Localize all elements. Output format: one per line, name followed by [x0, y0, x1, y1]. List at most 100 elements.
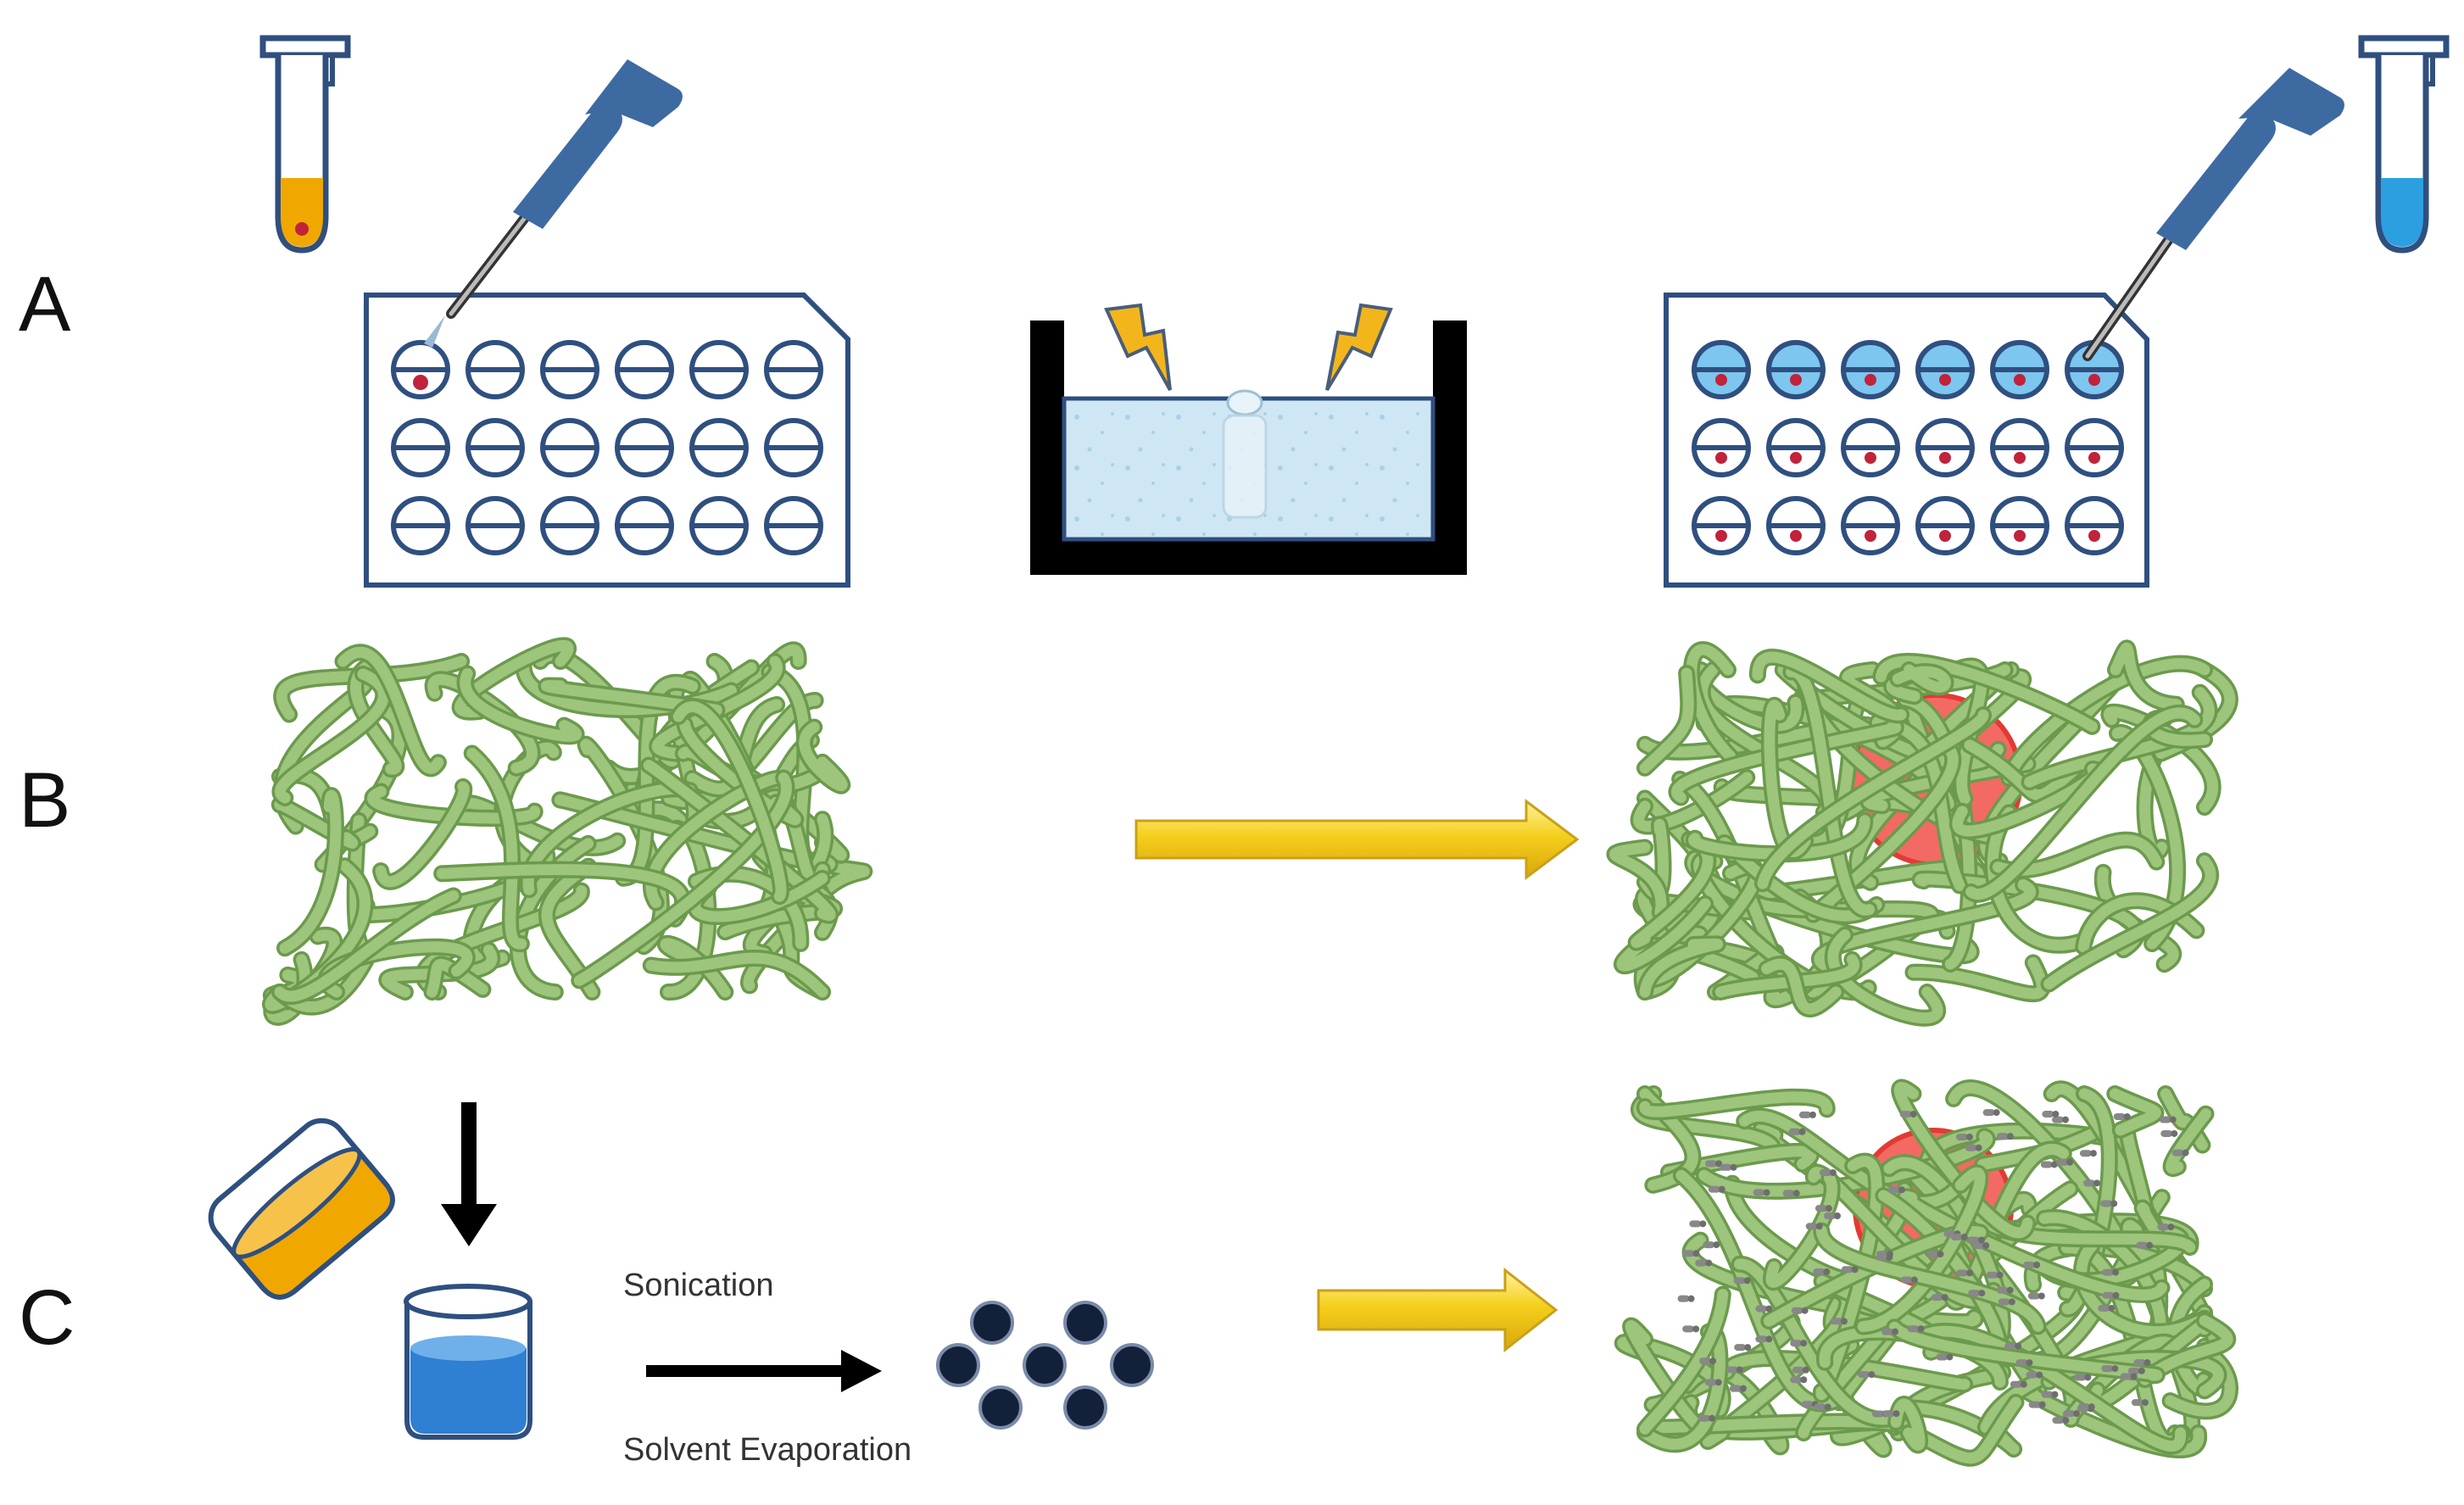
- fiber: [1891, 1079, 2037, 1241]
- attached-particle: [1708, 1185, 1725, 1193]
- attached-particle: [1881, 1328, 1899, 1335]
- fiber: [2106, 1085, 2165, 1139]
- attached-particle: [1798, 1111, 1816, 1118]
- nanoparticle-cluster: [936, 1301, 1154, 1430]
- attached-particle: [2098, 1304, 2116, 1312]
- well: [1990, 340, 2049, 399]
- attached-particle: [2010, 1380, 2027, 1388]
- attached-particle: [1801, 1401, 1819, 1408]
- fiber: [1984, 804, 2094, 954]
- well: [1692, 418, 1751, 477]
- pipette-icon: [2082, 68, 2344, 361]
- attached-particle: [2127, 1367, 2145, 1374]
- attached-particle: [1791, 1307, 1809, 1314]
- attached-particle: [2015, 1359, 2033, 1367]
- well-plate-right: [1664, 293, 2149, 588]
- well: [1990, 418, 2049, 477]
- fiber: [1782, 663, 1878, 918]
- well: [615, 496, 674, 555]
- well: [689, 496, 749, 555]
- fiber: [1636, 1088, 1836, 1121]
- attached-particle: [1841, 1266, 1859, 1274]
- attached-particle: [1972, 1241, 1990, 1249]
- down-arrow: [441, 1102, 497, 1246]
- fiber: [1748, 649, 1910, 724]
- attached-particle: [2133, 1359, 2151, 1367]
- fiber: [2073, 1237, 2213, 1341]
- attached-particle: [2042, 1110, 2060, 1118]
- attached-particle: [2101, 1365, 2119, 1373]
- attached-particle: [1830, 1318, 1848, 1325]
- attached-particle: [2120, 1373, 2138, 1380]
- attached-particle: [1814, 1403, 1831, 1411]
- attached-particle: [2083, 1179, 2101, 1187]
- attached-particle: [1899, 1111, 1917, 1118]
- attached-particle: [1753, 1189, 1770, 1196]
- well: [540, 496, 599, 555]
- attached-particle: [2157, 1224, 2175, 1231]
- well: [1692, 340, 1751, 399]
- attached-particle: [2159, 1116, 2177, 1123]
- attached-particle: [1968, 1290, 1986, 1297]
- attached-particle: [2023, 1261, 2041, 1268]
- attached-particle: [1697, 1414, 1715, 1422]
- fiber: [1736, 1107, 1965, 1212]
- well: [465, 340, 525, 399]
- attached-particle: [1982, 1109, 2000, 1117]
- drop: [413, 375, 428, 390]
- well: [1841, 418, 1900, 477]
- nanoparticle-icon: [1023, 1343, 1067, 1387]
- attached-particle: [2131, 1399, 2149, 1407]
- fiber-scaffold-with-cell-and-particles: [1614, 1079, 2238, 1467]
- fiber: [1668, 718, 1904, 806]
- attached-particle: [1699, 1357, 1717, 1365]
- well: [2065, 418, 2124, 477]
- fiber: [364, 783, 544, 827]
- nanoparticle-icon: [936, 1343, 980, 1387]
- fiber: [1889, 661, 1954, 696]
- fiber: [1712, 950, 1863, 1001]
- attached-particle: [2027, 1292, 2045, 1300]
- fiber: [1872, 653, 2101, 735]
- fiber-scaffold-plain: [261, 637, 873, 1026]
- attached-particle: [2028, 1401, 2046, 1408]
- attached-particle: [1996, 1133, 2014, 1140]
- attached-particle: [2079, 1150, 2097, 1157]
- well: [465, 496, 525, 555]
- step-label-sonication: Sonication: [623, 1268, 773, 1303]
- fiber: [276, 787, 344, 957]
- attached-particle: [1782, 1190, 1800, 1197]
- well: [1990, 496, 2049, 555]
- attached-particle: [1792, 1366, 1809, 1374]
- attached-particle: [1936, 1353, 1954, 1361]
- attached-particle: [2026, 1371, 2043, 1379]
- attached-particle: [2074, 1374, 2092, 1381]
- attached-particle: [1996, 1286, 2014, 1294]
- well: [1915, 496, 1975, 555]
- attached-particle: [1955, 1133, 1973, 1140]
- nanoparticle-icon: [1110, 1343, 1154, 1387]
- well: [540, 418, 599, 477]
- well-plate-left: [364, 293, 850, 588]
- attached-particle: [1823, 1212, 1841, 1220]
- fiber: [271, 666, 393, 806]
- attached-particle: [1720, 1163, 1737, 1171]
- fiber: [2059, 1085, 2118, 1318]
- well: [615, 340, 674, 399]
- attached-particle: [1819, 1169, 1837, 1177]
- well: [391, 496, 450, 555]
- fiber: [423, 956, 492, 1001]
- fiber: [1886, 1318, 2166, 1385]
- well: [764, 340, 823, 399]
- fiber: [271, 887, 462, 1005]
- attached-particle: [1900, 1276, 1918, 1284]
- attached-particle: [1733, 1277, 1751, 1285]
- fiber: [538, 857, 601, 1001]
- well: [1766, 340, 1826, 399]
- attached-particle: [2171, 1149, 2189, 1157]
- attached-particle: [1788, 1128, 1806, 1135]
- attached-particle: [1907, 1325, 1925, 1333]
- right-arrow: [646, 1350, 882, 1392]
- fiber: [1672, 1167, 1842, 1413]
- attached-particle: [1805, 1223, 1823, 1230]
